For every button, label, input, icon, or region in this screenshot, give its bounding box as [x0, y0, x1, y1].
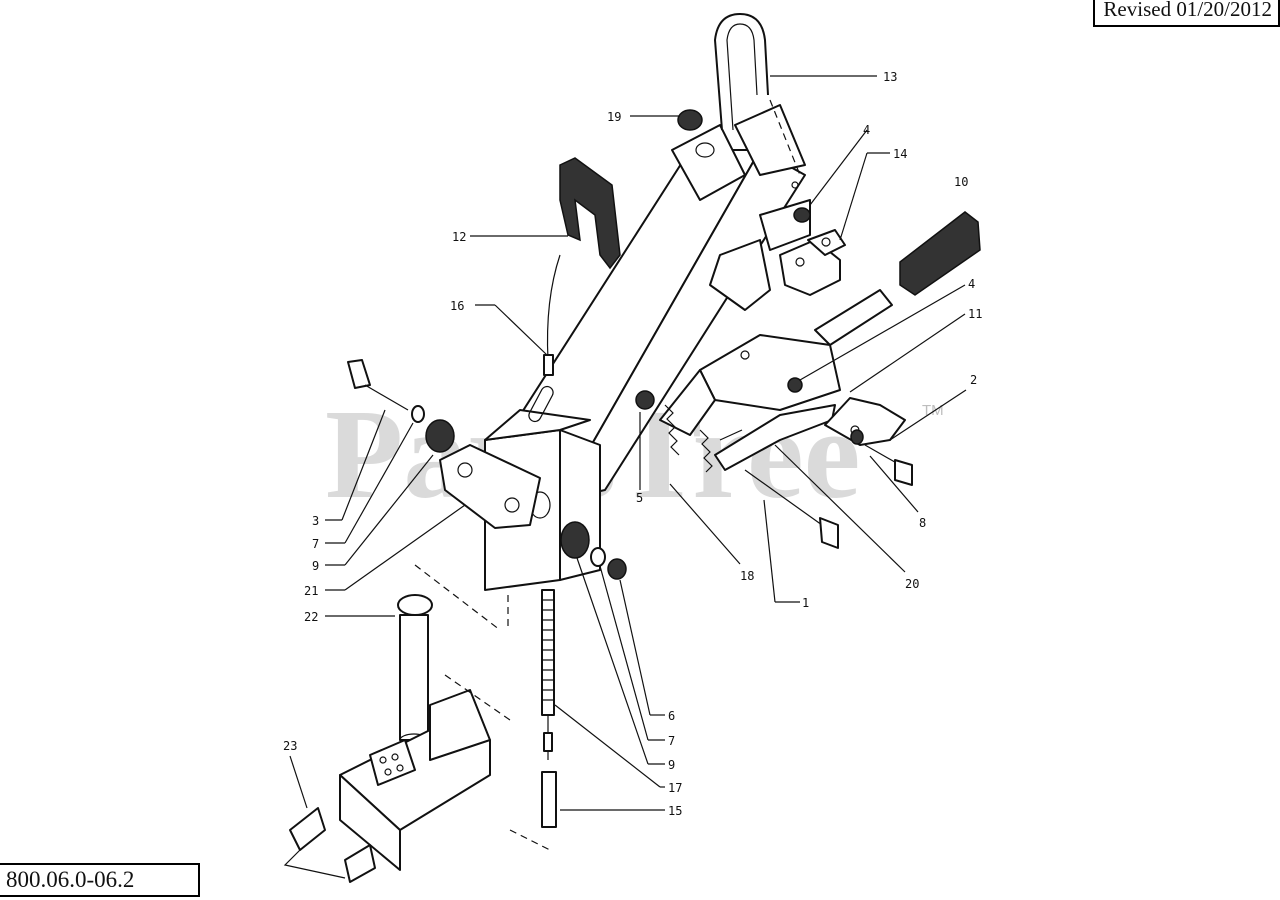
- callout-6: 6: [668, 709, 675, 723]
- callout-9-left: 9: [312, 559, 319, 573]
- callout-21: 21: [304, 584, 318, 598]
- callout-18: 18: [740, 569, 754, 583]
- main-frame-tube: [484, 104, 811, 591]
- bracket-part-14: [779, 229, 846, 296]
- nut-part-5: [635, 390, 655, 410]
- cable-clip-part-12: [559, 157, 621, 270]
- callout-16: 16: [450, 299, 464, 313]
- bushing-part-9-right: [560, 521, 590, 559]
- callout-4-upper: 4: [863, 123, 870, 137]
- callout-14: 14: [893, 147, 907, 161]
- washer-part-7-left: [411, 405, 425, 423]
- nut-part-6: [607, 558, 627, 580]
- bolt-part-8: [850, 429, 913, 486]
- callout-20: 20: [905, 577, 919, 591]
- callout-7-left: 7: [312, 537, 319, 551]
- callout-7-right: 7: [668, 734, 675, 748]
- bolt-part-18: [744, 469, 839, 549]
- callout-2: 2: [970, 373, 977, 387]
- cap-knob-part-19: [677, 109, 703, 131]
- grip-part-10: [899, 211, 981, 296]
- callout-3: 3: [312, 514, 319, 528]
- callout-8: 8: [919, 516, 926, 530]
- pin-part-22: [397, 564, 501, 747]
- lever-assembly-part-11: [659, 289, 893, 471]
- spring-part-20: [664, 404, 743, 473]
- cable-part-16: [543, 254, 561, 376]
- ferrule-part-15: [507, 595, 557, 851]
- callout-9-right: 9: [668, 758, 675, 772]
- revision-date-label: Revised 01/20/2012: [1093, 0, 1280, 27]
- callout-11: 11: [968, 307, 982, 321]
- pivot-bracket-part-2: [824, 397, 906, 446]
- callout-19: 19: [607, 110, 621, 124]
- diagram-number-label: 800.06.0-06.2: [0, 863, 200, 897]
- callout-23: 23: [283, 739, 297, 753]
- u-bolt-part-13: [714, 13, 801, 176]
- hitch-bracket-part-23: [283, 674, 511, 883]
- callout-17: 17: [668, 781, 682, 795]
- leader-lines: [289, 75, 967, 811]
- washer-part-7-right: [590, 547, 606, 567]
- mount-plate-part-21: [439, 444, 541, 529]
- callout-4-lower: 4: [968, 277, 975, 291]
- callout-1: 1: [802, 596, 809, 610]
- callout-12: 12: [452, 230, 466, 244]
- bushing-part-9-left: [425, 419, 455, 453]
- bolt-part-3: [347, 359, 409, 411]
- callout-10: 10: [954, 175, 968, 189]
- spring-rod-part-17: [541, 589, 555, 760]
- callout-22: 22: [304, 610, 318, 624]
- nut-part-4-upper: [793, 207, 811, 223]
- callout-15: 15: [668, 804, 682, 818]
- callout-13: 13: [883, 70, 897, 84]
- callout-5: 5: [636, 491, 643, 505]
